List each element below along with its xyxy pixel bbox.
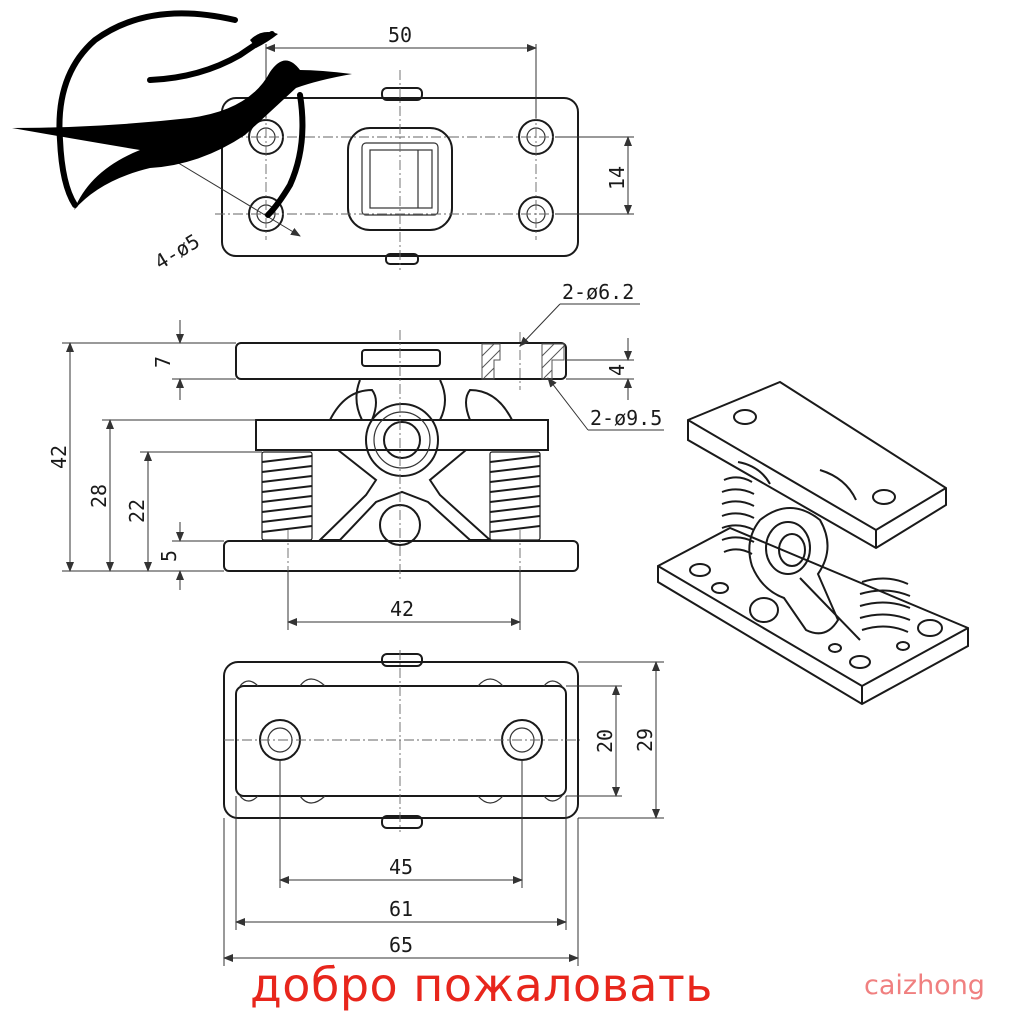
dim-bottom-inner-height: 20 (593, 729, 617, 753)
top-tab-lower (385, 253, 419, 265)
brand-watermark: caizhong (864, 970, 985, 1001)
dim-side-height-22: 22 (125, 499, 149, 523)
dim-bottom-outer-width: 65 (389, 933, 413, 957)
side-top-plate (235, 342, 567, 380)
iso-top-plate (687, 380, 947, 550)
dim-top-holes: 4-ø5 (150, 229, 204, 274)
bottom-view: 20 29 45 61 65 (223, 650, 664, 966)
side-counterbore-section (481, 343, 565, 380)
dim-side-hole-spacing: 42 (390, 597, 414, 621)
iso-base-plate (657, 526, 969, 706)
dim-side-plate-thickness: 7 (151, 356, 175, 368)
iso-pivot-body (748, 507, 840, 635)
side-view: 42 28 22 5 7 4 2-ø6.2 2-ø9.5 (47, 280, 664, 630)
iso-spring-right (859, 577, 911, 633)
dim-side-hole-lower: 2-ø9.5 (590, 406, 662, 430)
side-spring-left (261, 451, 313, 541)
bottom-bumps (239, 678, 563, 804)
iso-lower-pin (749, 597, 779, 623)
iso-spring-left (721, 476, 755, 555)
dim-top-hole-spacing: 14 (605, 166, 629, 190)
dim-bottom-inner-width: 61 (389, 897, 413, 921)
dim-bottom-outer-height: 29 (633, 728, 657, 752)
top-view: 50 14 4-ø5 (139, 23, 634, 274)
brand-logo (12, 10, 352, 218)
side-pivot-inner (383, 421, 421, 459)
dim-side-counterbore-depth: 4 (605, 364, 629, 376)
side-spring-right (489, 451, 541, 541)
side-slot (361, 349, 441, 367)
isometric-view (657, 380, 969, 706)
dim-side-total-height: 42 (47, 445, 71, 469)
dim-bottom-hole-spacing: 45 (389, 855, 413, 879)
dim-side-height-28: 28 (87, 484, 111, 508)
side-pivot-outer (365, 403, 439, 477)
dim-top-width: 50 (388, 23, 412, 47)
top-center-window (369, 149, 433, 209)
welcome-watermark: добро пожаловать (250, 958, 713, 1012)
top-tab-upper (381, 87, 423, 101)
bottom-top-plate (235, 685, 567, 797)
iso-pivot-hole (765, 521, 811, 575)
dim-side-hole-upper: 2-ø6.2 (562, 280, 634, 304)
side-base-plate (223, 540, 579, 572)
dim-side-base-thickness: 5 (157, 550, 181, 562)
side-upper-bracket (255, 419, 549, 451)
